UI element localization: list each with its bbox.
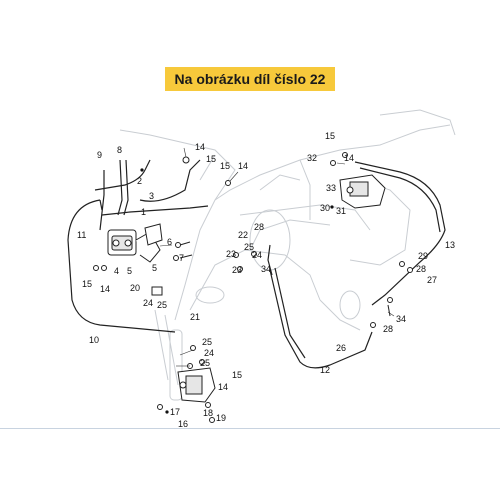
- label-34: 34: [396, 314, 406, 324]
- label-14: 14: [344, 153, 354, 163]
- label-24: 24: [143, 298, 153, 308]
- label-13: 13: [445, 240, 455, 250]
- bolts-and-fittings: [93, 152, 413, 423]
- label-1: 1: [141, 207, 146, 217]
- label-6: 6: [167, 237, 172, 247]
- label-28: 28: [383, 324, 393, 334]
- label-14: 14: [218, 382, 228, 392]
- hose-3: [101, 205, 209, 216]
- label-31: 31: [336, 206, 346, 216]
- part-highlight-banner: Na obrázku díl číslo 22: [165, 67, 335, 91]
- hose-10: [67, 199, 176, 333]
- hose-12: [269, 269, 373, 369]
- label-23: 23: [226, 249, 236, 259]
- label-24: 24: [252, 250, 262, 260]
- hose-2: [139, 159, 201, 202]
- hose-13: [354, 161, 446, 306]
- bottom-divider: [0, 428, 500, 429]
- label-2: 2: [137, 176, 142, 186]
- label-7: 7: [179, 253, 184, 263]
- label-17: 17: [170, 407, 180, 417]
- label-23: 23: [232, 265, 242, 275]
- label-26: 26: [336, 343, 346, 353]
- label-14: 14: [100, 284, 110, 294]
- hose-8: [117, 159, 123, 216]
- label-14: 14: [195, 142, 205, 152]
- label-25: 25: [200, 358, 210, 368]
- label-22: 22: [238, 230, 248, 240]
- label-25: 25: [244, 242, 254, 252]
- label-29: 29: [418, 251, 428, 261]
- label-15: 15: [220, 161, 230, 171]
- banner-text: Na obrázku díl číslo 22: [174, 71, 326, 87]
- label-28: 28: [254, 222, 264, 232]
- brake-hoses: [67, 159, 446, 369]
- label-24: 24: [204, 348, 214, 358]
- label-9: 9: [97, 150, 102, 160]
- label-32: 32: [307, 153, 317, 163]
- label-12: 12: [320, 365, 330, 375]
- label-33: 33: [326, 183, 336, 193]
- label-25: 25: [202, 337, 212, 347]
- label-10: 10: [89, 335, 99, 345]
- label-28: 28: [416, 264, 426, 274]
- hose-9: [99, 170, 105, 231]
- label-18: 18: [203, 408, 213, 418]
- label-21: 21: [190, 312, 200, 322]
- abs-modulator: [107, 229, 161, 263]
- label-5: 5: [127, 266, 132, 276]
- label-15: 15: [206, 154, 216, 164]
- label-14: 14: [238, 161, 248, 171]
- label-11: 11: [77, 230, 86, 240]
- label-3: 3: [149, 191, 154, 201]
- label-20: 20: [130, 283, 140, 293]
- label-30: 30: [320, 203, 330, 213]
- label-15: 15: [82, 279, 92, 289]
- rear-caliper: [339, 174, 386, 209]
- label-19: 19: [216, 413, 226, 423]
- label-4: 4: [114, 266, 119, 276]
- leader-lines: [159, 147, 395, 367]
- label-5: 5: [152, 263, 157, 273]
- label-34: 34: [261, 264, 271, 274]
- label-25: 25: [157, 300, 167, 310]
- front-caliper: [177, 367, 216, 403]
- scooter-frame-ghost: [119, 109, 456, 401]
- ref-dots: [140, 168, 334, 414]
- label-15: 15: [232, 370, 242, 380]
- label-8: 8: [117, 145, 122, 155]
- label-16: 16: [178, 419, 188, 429]
- label-15: 15: [325, 131, 335, 141]
- label-27: 27: [427, 275, 437, 285]
- hose-28: [267, 244, 273, 276]
